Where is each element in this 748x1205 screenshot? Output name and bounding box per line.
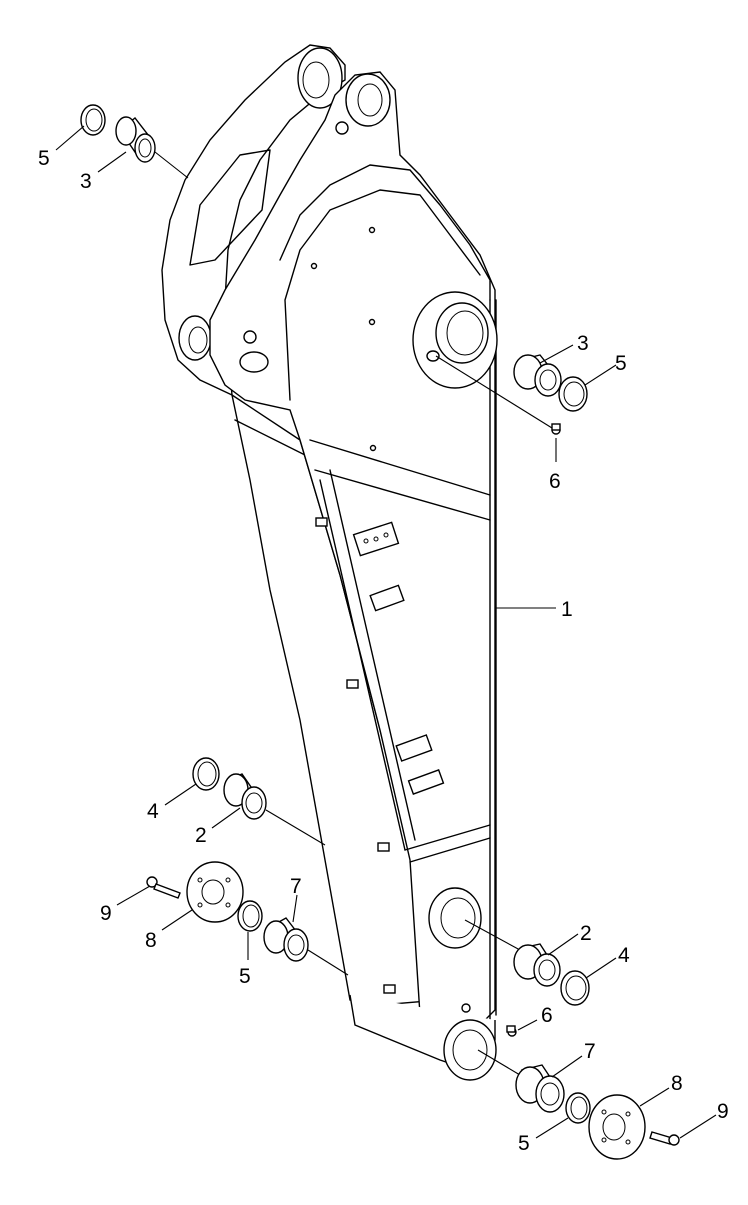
seal-ring-lower-left <box>192 757 220 791</box>
end-plate-right <box>588 1094 646 1160</box>
callout-label: 7 <box>290 875 302 898</box>
callout-label: 5 <box>615 352 627 375</box>
callout-label: 9 <box>717 1100 729 1123</box>
seal-ring-top-left <box>80 104 106 136</box>
callout-label: 6 <box>541 1004 553 1027</box>
seal-ring-bottom-right <box>565 1092 591 1124</box>
callout-leaders <box>55 125 717 1139</box>
seal-ring-upper-right <box>558 376 588 412</box>
callout-label: 2 <box>580 922 592 945</box>
callout-label: 5 <box>518 1132 530 1155</box>
grease-fitting-lower <box>506 1025 517 1037</box>
callout-label: 8 <box>671 1072 683 1095</box>
callout-label: 4 <box>618 944 630 967</box>
seal-ring-lower-mid <box>237 900 263 932</box>
bushing-lower-left <box>223 773 326 846</box>
callout-label: 5 <box>38 147 50 170</box>
seal-ring-lower-right <box>560 970 590 1006</box>
callout-label: 1 <box>561 598 573 621</box>
bushing-upper-right <box>513 354 562 397</box>
callout-label: 2 <box>195 824 207 847</box>
arm-body <box>161 44 498 1081</box>
callout-label: 7 <box>584 1040 596 1063</box>
callout-label: 3 <box>577 332 589 355</box>
callout-labels: 5 3 3 5 6 1 4 2 9 8 7 5 2 4 6 7 8 9 5 <box>38 147 729 1155</box>
bushing-top-left <box>115 116 189 179</box>
callout-label: 6 <box>549 470 561 493</box>
bushing-lower-right <box>464 919 561 987</box>
bolt-right <box>649 1131 680 1146</box>
bolt-left <box>146 876 181 899</box>
callout-label: 9 <box>100 902 112 925</box>
callout-label: 4 <box>147 800 159 823</box>
end-plate-left <box>186 861 244 923</box>
bushing-bottom-right <box>477 1049 565 1113</box>
callout-label: 8 <box>145 929 157 952</box>
bushing-bottom-left <box>263 917 349 976</box>
callout-label: 5 <box>239 965 251 988</box>
callout-label: 3 <box>80 170 92 193</box>
grease-fitting-upper <box>435 355 561 435</box>
